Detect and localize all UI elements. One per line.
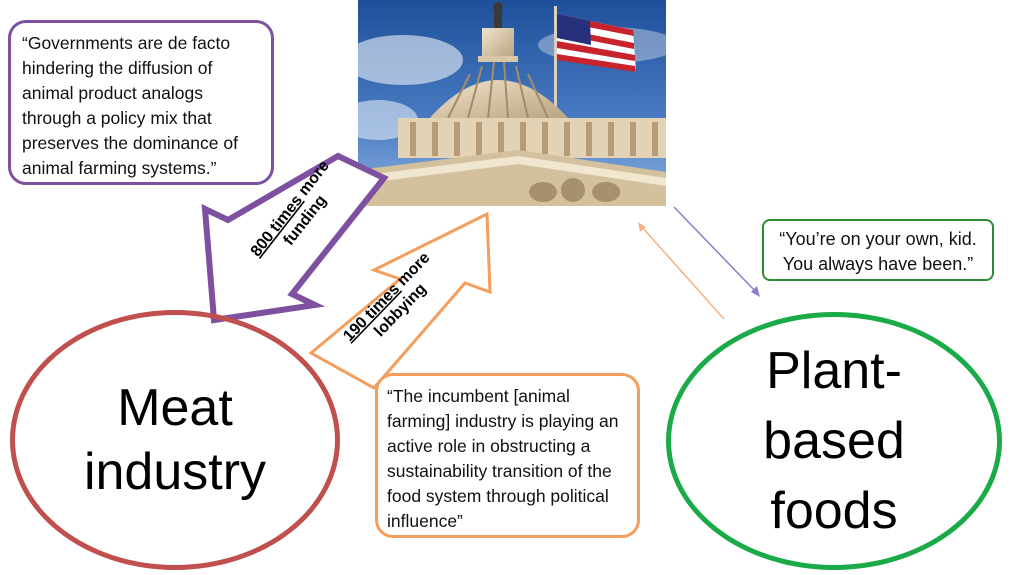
- plant-label-line3: foods: [770, 482, 898, 540]
- government-quote-box: “Governments are de facto hindering the …: [8, 20, 274, 185]
- meat-label-line2: industry: [83, 443, 267, 501]
- arrowhead-icon: [751, 286, 760, 297]
- government-quote-text: “Governments are de facto hindering the …: [22, 33, 238, 178]
- incumbent-quote-text: “The incumbent [animal farming] industry…: [387, 386, 619, 531]
- arrowhead-icon: [638, 222, 646, 232]
- plant-based-foods-node: Plant- based foods: [666, 312, 1002, 570]
- alone-quote-box: “You’re on your own, kid. You always hav…: [762, 219, 994, 281]
- plant-label-line2: based: [763, 412, 905, 470]
- funding-arrow: [201, 152, 389, 324]
- plant-label-line1: Plant-: [766, 342, 902, 400]
- meat-label-line1: Meat: [117, 379, 233, 437]
- lobbying-arrow: [308, 211, 492, 390]
- us-flag-icon: [557, 14, 636, 72]
- meat-industry-node: Meat industry: [10, 310, 340, 570]
- capitol-photo: [358, 0, 666, 206]
- alone-quote-text: “You’re on your own, kid. You always hav…: [779, 229, 977, 274]
- incumbent-quote-box: “The incumbent [animal farming] industry…: [375, 373, 640, 538]
